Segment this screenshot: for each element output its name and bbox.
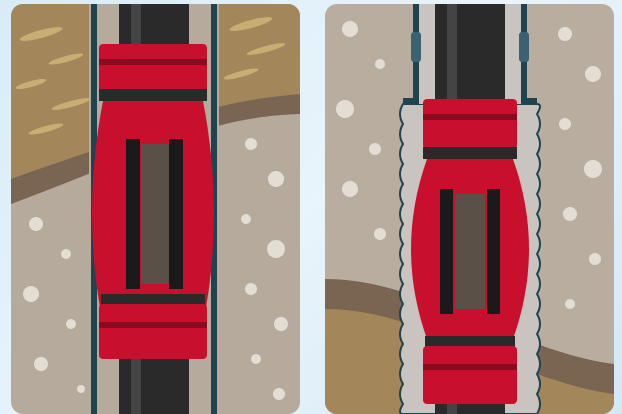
slot (487, 189, 500, 314)
cased-hole-panel (325, 4, 614, 414)
casing-seal-left (411, 32, 421, 62)
centralizer-top-collar (99, 44, 207, 94)
centralizer (411, 99, 529, 404)
centralizer-bottom-collar (423, 346, 517, 404)
slot-core (141, 144, 169, 284)
slot (440, 189, 453, 314)
open-hole-drawing (11, 4, 300, 414)
centralizer (92, 44, 214, 359)
slot-core (455, 194, 485, 309)
slot (169, 139, 183, 289)
centralizer-bottom-collar (99, 304, 207, 359)
slot (126, 139, 140, 289)
centralizer-top-collar (423, 99, 517, 149)
open-hole-panel (11, 4, 300, 414)
cased-hole-drawing (325, 4, 614, 414)
casing-seal-right (519, 32, 529, 62)
